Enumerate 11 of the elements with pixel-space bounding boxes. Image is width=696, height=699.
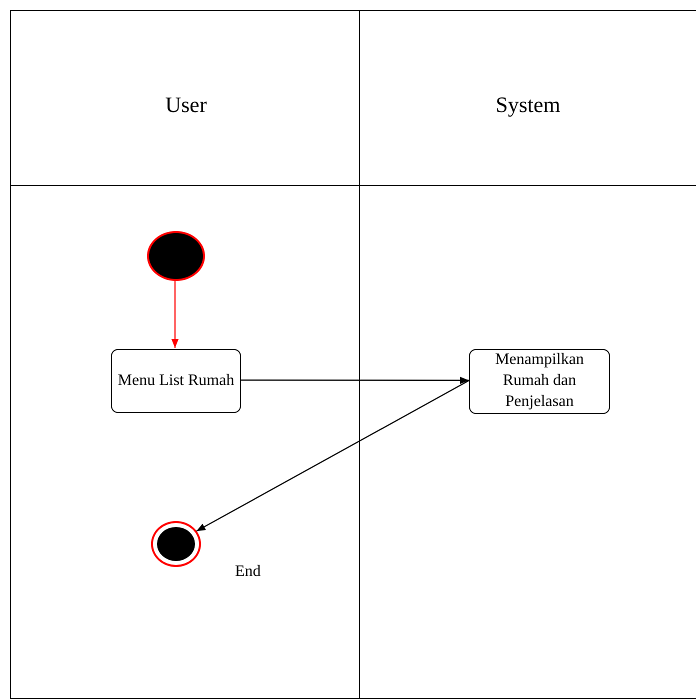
arrow xyxy=(196,380,470,532)
swimlane xyxy=(360,10,696,699)
action-box: Menu List Rumah xyxy=(111,349,241,413)
node-caption: End xyxy=(235,563,261,581)
action-box: Menampilkan Rumah dan Penjelasan xyxy=(469,349,610,414)
swimlane xyxy=(10,10,360,699)
arrow xyxy=(240,376,469,384)
lane-title: System xyxy=(496,92,560,118)
arrow xyxy=(171,280,179,348)
lane-title: User xyxy=(165,92,207,118)
end-node xyxy=(151,521,201,567)
